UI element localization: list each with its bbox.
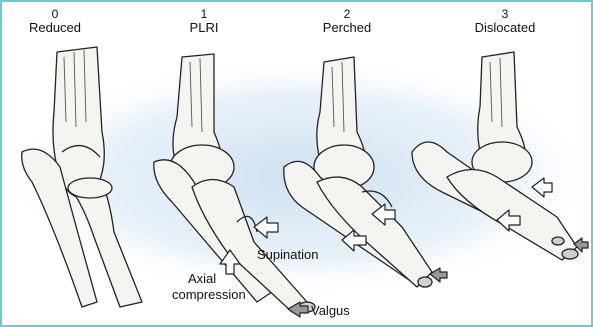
supination-label: Supination — [257, 248, 318, 262]
stage-name: Reduced — [29, 20, 81, 35]
stage-name: PLRI — [190, 20, 219, 35]
stage-name: Dislocated — [475, 20, 536, 35]
stage-label-1: 1 PLRI — [149, 8, 259, 34]
stage-name: Perched — [323, 20, 371, 35]
stage-label-3: 3 Dislocated — [450, 8, 560, 34]
compression-label: compression — [172, 288, 246, 302]
axial-label: Axial — [188, 272, 216, 286]
stage-label-0: 0 Reduced — [0, 8, 110, 34]
stage-3-wrist-arrow — [574, 238, 588, 252]
stage-label-2: 2 Perched — [292, 8, 402, 34]
valgus-label: Valgus — [311, 304, 350, 318]
